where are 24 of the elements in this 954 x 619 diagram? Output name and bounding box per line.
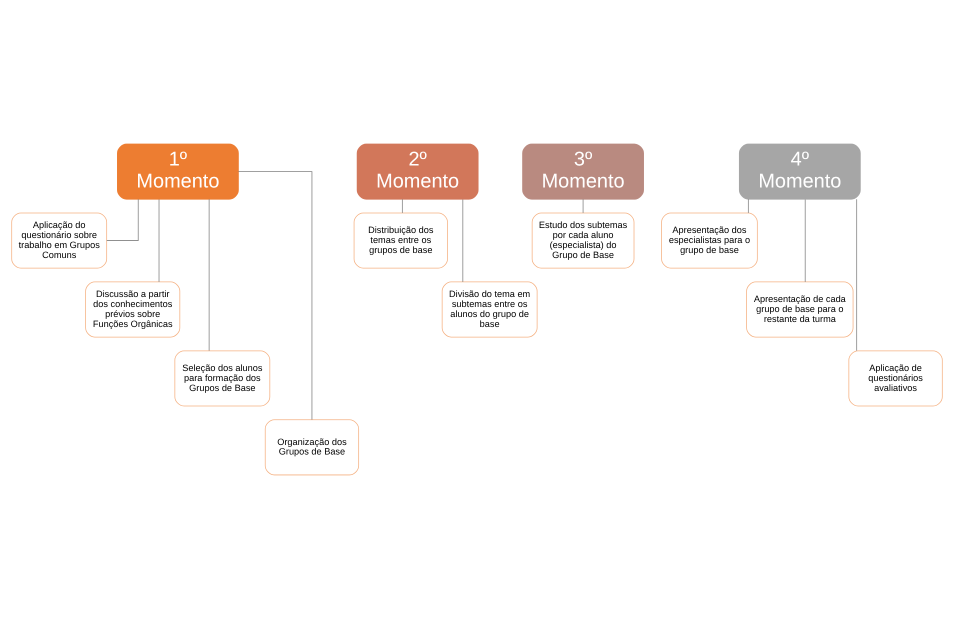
connector: [462, 199, 464, 282]
node-box: Distribuição dos temas entre os grupos de base: [354, 212, 448, 269]
node-box: Apresentação dos especialistas para o grupo de base: [661, 212, 758, 269]
node-box: Aplicação de questionários avaliativos: [848, 350, 943, 406]
node-box: Seleção dos alunos para formação dos Grupos de Base: [174, 350, 270, 406]
connector: [402, 198, 403, 214]
connector: [158, 199, 160, 282]
connector: [748, 198, 749, 214]
connector: [106, 198, 139, 241]
node-box: 3º Momento: [522, 144, 644, 200]
node-box: Organização dos Grupos de Base: [264, 419, 360, 476]
node-box: Aplicação do questionário sobre trabalho em Grupos Comuns: [11, 212, 108, 269]
connector: [582, 198, 584, 214]
connector: [238, 171, 312, 420]
connector: [804, 199, 806, 282]
node-box: 2º Momento: [356, 144, 479, 200]
node-box: Apresentação de cada grupo de base para o restante da turma: [746, 282, 854, 338]
node-box: Divisão do tema em subtemas entre os alunos do grupo de base: [442, 282, 538, 338]
node-box: 1º Momento: [117, 144, 239, 200]
node-box: Estudo dos subtemas por cada aluno (especialista) do Grupo de Base: [532, 212, 634, 269]
connector: [856, 198, 858, 351]
node-box: 4º Momento: [738, 144, 861, 200]
node-box: Discussão a partir dos conhecimentos prévios sobre Funções Orgânicas: [85, 282, 180, 338]
connector: [208, 198, 210, 351]
